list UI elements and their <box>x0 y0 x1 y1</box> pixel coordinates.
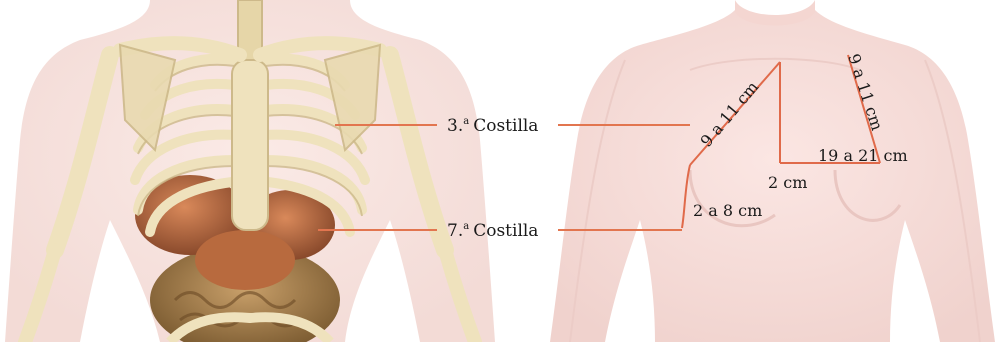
organ-center <box>195 230 295 290</box>
skeleton-figure <box>5 0 495 342</box>
torso-figure <box>550 0 995 342</box>
measure-lower-left: 2 a 8 cm <box>693 201 762 220</box>
measure-horizontal-right: 19 a 21 cm <box>818 146 908 165</box>
sternum <box>232 60 268 230</box>
measure-sternum-gap: 2 cm <box>768 173 807 192</box>
